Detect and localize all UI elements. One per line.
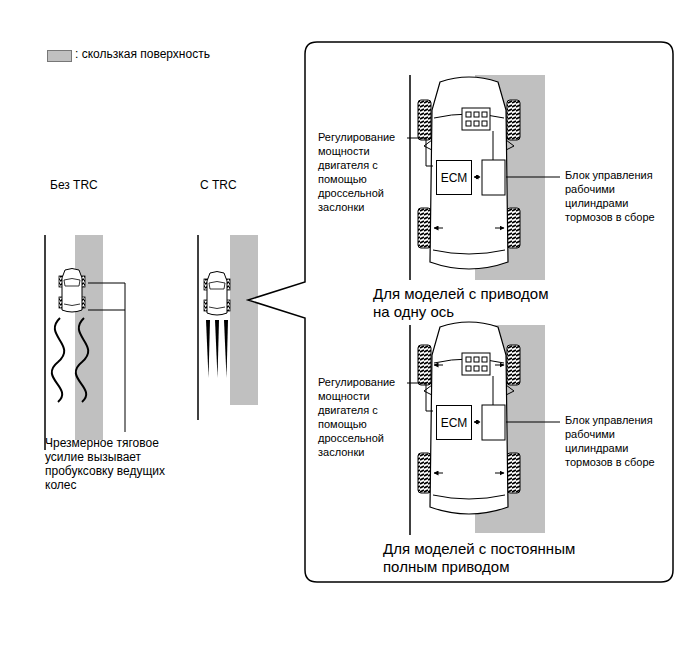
legend-swatch (47, 50, 72, 62)
box-text: ECM (441, 416, 468, 430)
part-label: Блок управления рабочими цилиндрами торм… (565, 413, 665, 469)
part-label: Блок управления рабочими цилиндрами торм… (565, 168, 665, 224)
box-text: ECM (441, 171, 468, 185)
case-label: Без TRC (50, 178, 130, 192)
case-label: С TRC (200, 178, 280, 192)
part-label: Регулирование мощности двигателя с помощ… (318, 130, 406, 214)
legend-text: : скользкая поверхность (75, 47, 210, 61)
caption-text: Для моделей с постоянным полным приводом (383, 540, 598, 576)
ecm-box: ECM (436, 160, 472, 195)
caption-text: Для моделей с приводом на одну ось (373, 285, 553, 321)
note-text: Чрезмерное тяговое усилие вызывает пробу… (45, 436, 195, 492)
part-label: Регулирование мощности двигателя с помощ… (318, 375, 406, 459)
ecm-box: ECM (436, 405, 472, 440)
